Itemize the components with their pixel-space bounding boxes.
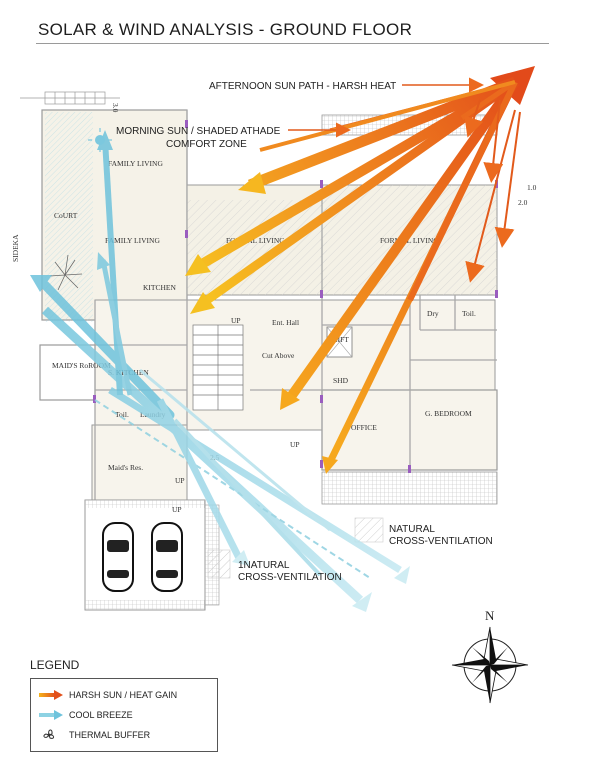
room-family-living: FAMILY LIVING [108,159,163,168]
dimension-tag: 2.0 [518,198,528,207]
legend-label: COOL BREEZE [69,710,133,720]
legend-item-harsh-sun: HARSH SUN / HEAT GAIN [39,685,209,705]
room-toilet: Toil. [115,410,129,419]
blue-arrow-icon [39,710,63,720]
room-maids-res: Maid's Res. [108,463,143,472]
room-office: OFFICE [351,423,377,432]
vent-hatch [354,517,384,543]
room-kitchen: KITCHEN [143,283,176,292]
dimension-tag: 3.0 [111,103,120,113]
car-icon [102,522,134,592]
legend-label: HARSH SUN / HEAT GAIN [69,690,178,700]
sun-icon [88,128,112,152]
tree-icon [49,254,83,291]
harsh-sun-arrows [185,66,535,474]
cross-ventilation-label: CROSS-VENTILATION [238,572,342,583]
room-cut-above: Cut Above [262,351,295,360]
morning-sun-label: MORNING SUN / SHADED ATHADE [116,126,281,137]
dimension-tag: 1.0 [527,183,537,192]
legend-item-cool-breeze: COOL BREEZE [39,705,209,725]
room-family-living: FAMILY LIVING [105,236,160,245]
legend-box: HARSH SUN / HEAT GAIN COOL BREEZE THERMA… [30,678,218,752]
sidewalk-label: SIDEKA [11,234,20,262]
stair-up-label: UP [175,476,185,485]
north-compass-icon: N [451,608,529,704]
legend-item-thermal-buffer: THERMAL BUFFER [39,725,209,745]
legend-label: THERMAL BUFFER [69,730,151,740]
comfort-zone-label: COMFORT ZONE [166,139,247,150]
car-icon [151,522,183,592]
room-court: CoURT [54,211,78,220]
cool-breeze-arrows [30,130,410,612]
legend-title: LEGEND [30,658,80,672]
title-divider [36,43,549,44]
legend: LEGEND HARSH SUN / HEAT GAIN COOL BREEZE [30,658,230,752]
cross-ventilation-label: 1NATURAL [238,560,290,571]
room-maids-room: MAID'S RoROOM [52,361,111,370]
page-title: SOLAR & WIND ANALYSIS - GROUND FLOOR [38,20,413,39]
compass-north-label: N [485,608,495,623]
room-lift: LIFT [333,335,349,344]
orange-arrow-icon [39,690,63,700]
fan-icon [43,729,55,739]
room-shd: SHD [333,376,349,385]
stair-up-label: UP [231,316,241,325]
afternoon-sun-label: AFTERNOON SUN PATH - HARSH HEAT [209,81,396,92]
room-ent-hall: Ent. Hall [272,318,299,327]
room-formal-living: FORMAL LIVING [226,236,285,245]
cross-ventilation-label: NATURAL [389,524,435,535]
room-formal-living: FORMAL LIVING [380,236,439,245]
stair-up-label: UP [172,505,182,514]
room-toilet: Toil. [462,309,476,318]
room-g-bedroom: G. BEDROOM [425,409,472,418]
stair-up-label: UP [290,440,300,449]
room-dry: Dry [427,309,439,318]
cross-ventilation-label: CROSS-VENTILATION [389,536,493,547]
vent-hatch [207,549,231,579]
